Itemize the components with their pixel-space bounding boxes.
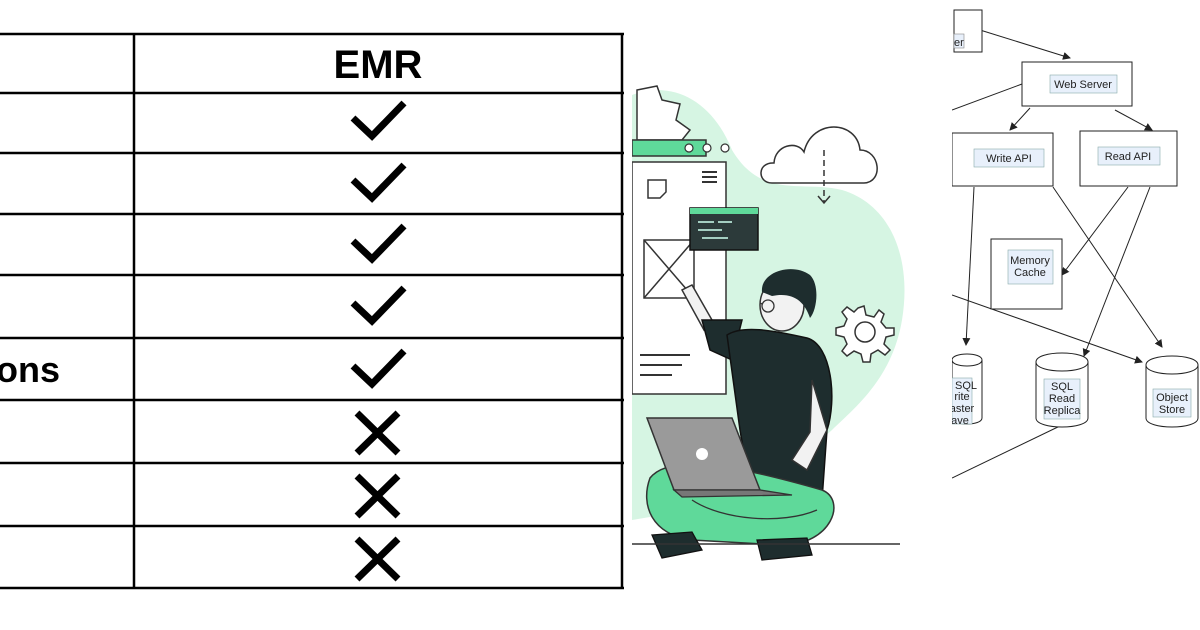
row-label-fragment: ons <box>0 349 60 390</box>
column-header-emr: EMR <box>334 43 423 87</box>
web-server-label: Web Server <box>1054 79 1112 91</box>
client-node-label: er <box>954 37 964 49</box>
table-grid <box>0 32 624 590</box>
diagram-edges <box>952 29 1163 479</box>
window-dot <box>720 143 730 153</box>
cross-icon <box>354 410 401 456</box>
sql-read-label-3: Replica <box>1044 405 1082 417</box>
sql-read-label-1: SQL <box>1051 381 1073 393</box>
cross-icon <box>354 473 401 519</box>
write-api-node: Write API <box>952 132 1054 187</box>
cloud-download-icon <box>760 126 878 205</box>
note-icon <box>647 179 667 199</box>
sql-write-label-1: SQL <box>955 380 977 392</box>
memory-cache-label-1: Memory <box>1010 255 1050 267</box>
sql-write-label-3: aster <box>952 403 975 415</box>
window-dot <box>684 143 694 153</box>
gear-icon <box>835 305 895 363</box>
sql-write-label-2: rite <box>954 391 969 403</box>
write-api-label: Write API <box>986 153 1032 165</box>
sql-write-master-db: SQL rite aster ave <box>952 353 983 427</box>
read-api-label: Read API <box>1105 151 1151 163</box>
read-api-node: Read API <box>1079 130 1178 187</box>
memory-cache-label-2: Cache <box>1014 267 1046 279</box>
laptop-icon <box>645 417 793 498</box>
check-icon <box>350 348 407 389</box>
image-placeholder-icon <box>643 239 695 299</box>
check-icon <box>350 223 407 264</box>
cross-icon <box>354 536 401 582</box>
developer-illustration-graphic <box>632 85 905 561</box>
web-server-node: Web Server <box>1021 61 1133 107</box>
glasses <box>759 299 775 313</box>
check-icon <box>350 162 407 203</box>
object-store-label-2: Store <box>1159 404 1185 416</box>
check-icon <box>350 100 407 141</box>
code-window-icon <box>689 207 759 251</box>
sql-write-label-4: ave <box>952 415 969 427</box>
browser-window <box>632 139 730 395</box>
sql-read-replica-db: SQL Read Replica <box>1035 352 1089 428</box>
sql-read-label-2: Read <box>1049 393 1075 405</box>
comparison-table-graphic: EMR ons <box>0 32 624 590</box>
architecture-diagram-graphic: er Web Server Write API Read API Memory … <box>952 9 1199 479</box>
developer-illustration <box>632 0 952 630</box>
window-dot <box>702 143 712 153</box>
developer-person <box>645 269 835 561</box>
client-node: er <box>953 9 983 53</box>
comparison-table: EMR ons <box>0 32 624 590</box>
check-icon <box>350 285 407 326</box>
memory-cache-node: Memory Cache <box>990 238 1063 310</box>
hamburger-menu-icon <box>702 171 717 183</box>
object-store-label-1: Object <box>1156 392 1188 404</box>
text-lines <box>640 354 690 376</box>
object-store-db: Object Store <box>1145 355 1199 428</box>
architecture-diagram: er Web Server Write API Read API Memory … <box>952 0 1200 630</box>
